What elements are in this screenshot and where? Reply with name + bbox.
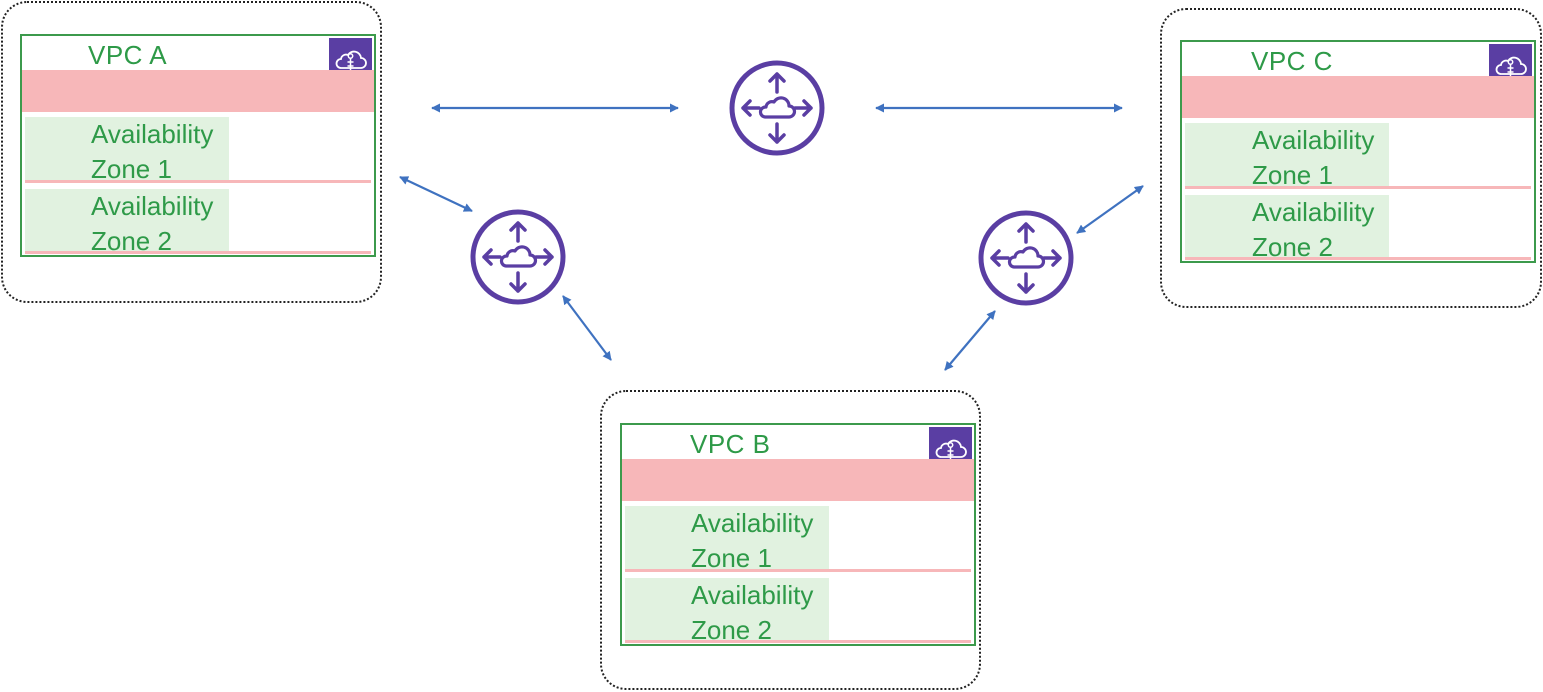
- vpc-b-region: [600, 390, 981, 690]
- vpc-a-zone-2-divider: [25, 251, 371, 254]
- vpc-c-zone-2: Availability Zone 2: [1185, 195, 1389, 262]
- vpc-a-box: VPC A Availability Zone 1 Availability Z…: [20, 34, 376, 257]
- vpc-b-zone-2-divider: [625, 640, 971, 643]
- router-icon: [981, 213, 1071, 303]
- arrow-vpc-b-to-right-router: [944, 310, 996, 371]
- arrow-vpc-a-to-left-router: [399, 176, 473, 212]
- router-icon: [473, 212, 563, 302]
- vpc-c-title: VPC C: [1251, 46, 1333, 76]
- vpc-a-zone-1-label: Availability Zone 1: [91, 119, 214, 184]
- vpc-a-subnet-band: [22, 70, 374, 112]
- vpc-a-region: [1, 1, 382, 303]
- vpc-a-zone-1-divider: [25, 180, 371, 183]
- vpc-c-zone-2-label: Availability Zone 2: [1252, 197, 1375, 262]
- arrow-right-router-to-vpc-c: [1076, 185, 1144, 234]
- vpc-c-zone-1-label: Availability Zone 1: [1252, 125, 1375, 190]
- vpc-b-zone-1-divider: [625, 569, 971, 572]
- router-icon: [732, 63, 822, 153]
- vpc-b-zone-1: Availability Zone 1: [625, 506, 829, 573]
- vpc-b-zone-2-label: Availability Zone 2: [691, 580, 814, 645]
- vpc-c-zone-2-divider: [1185, 257, 1531, 260]
- vpc-c-zone-1-divider: [1185, 186, 1531, 189]
- vpc-b-zone-2: Availability Zone 2: [625, 578, 829, 645]
- vpc-c-region: [1160, 8, 1542, 308]
- vpc-c-box: VPC C Availability Zone 1 Availability Z…: [1180, 40, 1536, 263]
- vpc-a-zone-2: Availability Zone 2: [25, 189, 229, 256]
- vpc-c-zone-1: Availability Zone 1: [1185, 123, 1389, 190]
- vpc-a-zone-1: Availability Zone 1: [25, 117, 229, 184]
- vpc-b-zone-1-label: Availability Zone 1: [691, 508, 814, 573]
- vpc-b-box: VPC B Availability Zone 1 Availability Z…: [620, 423, 976, 646]
- vpc-b-subnet-band: [622, 459, 974, 501]
- arrow-left-router-to-vpc-b: [562, 295, 612, 361]
- vpc-b-title: VPC B: [690, 429, 771, 459]
- vpc-c-subnet-band: [1182, 76, 1534, 118]
- vpc-a-title: VPC A: [88, 40, 168, 70]
